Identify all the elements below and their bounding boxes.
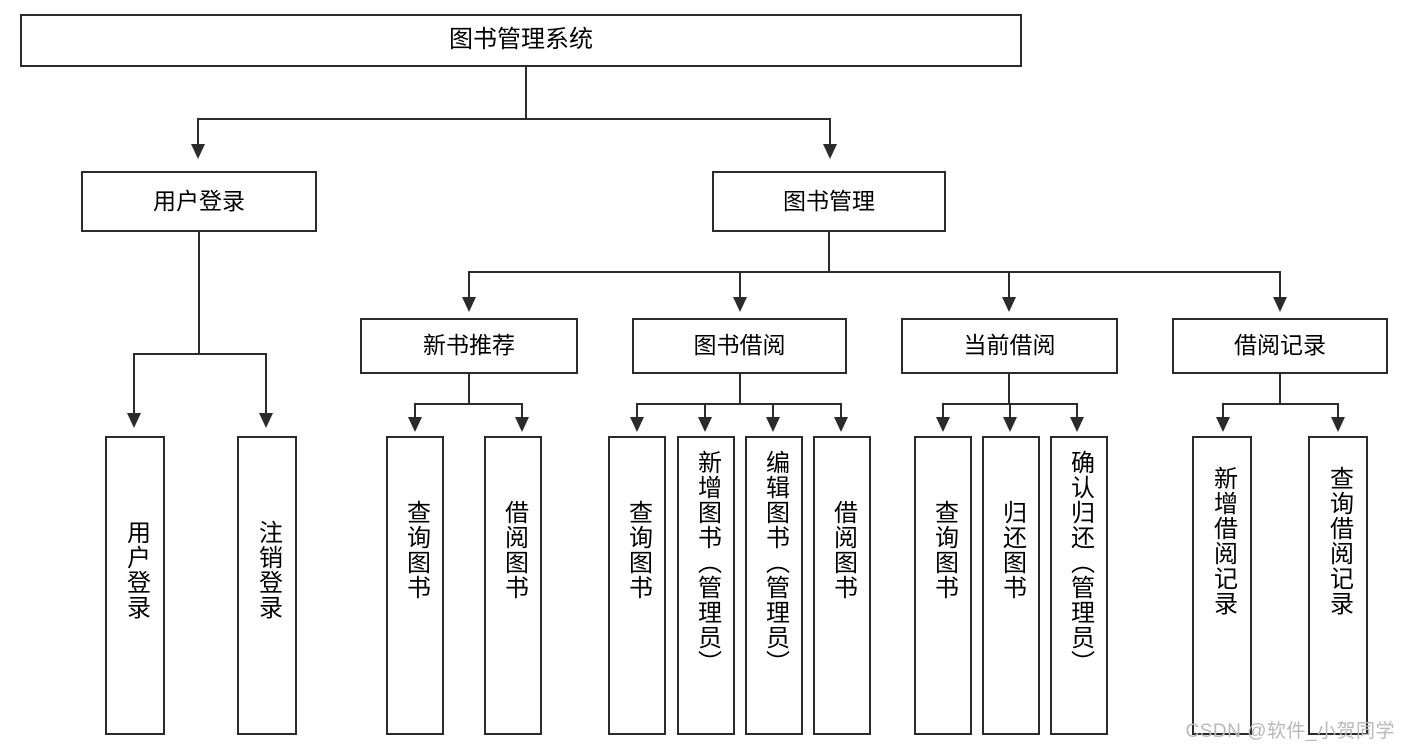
node-new-book-recommend[interactable]: 新书推荐 [360, 318, 578, 374]
arrow-to-new-book-recommend [462, 297, 476, 312]
node-label: 图书借阅 [693, 332, 786, 359]
connector-user-login-bus [133, 353, 267, 355]
node-label: 借阅图书 [829, 500, 857, 600]
connector-book-manage-drop-1 [468, 271, 470, 299]
connector-book-borrow-drop-1 [636, 403, 638, 419]
leaf-add-book[interactable]: 新增图书（管理员） [677, 436, 735, 735]
connector-book-borrow-drop-4 [840, 403, 842, 419]
connector-book-borrow-drop-3 [772, 403, 774, 419]
arrow-to-leaf-edit-book [766, 417, 780, 432]
node-book-borrow[interactable]: 图书借阅 [632, 318, 847, 374]
leaf-user-login[interactable]: 用户登录 [105, 436, 165, 735]
arrow-to-leaf-add-book [698, 417, 712, 432]
node-label: 借阅记录 [1234, 332, 1326, 359]
arrow-to-leaf-query-book-2 [630, 417, 644, 432]
arrow-to-user-login [191, 144, 205, 159]
leaf-query-book-2[interactable]: 查询图书 [608, 436, 666, 735]
connector-book-borrow-trunk [739, 374, 741, 404]
connector-new-book-trunk [468, 374, 470, 404]
connector-current-borrow-drop-2 [1009, 403, 1011, 419]
leaf-confirm-return[interactable]: 确认归还（管理员） [1050, 436, 1108, 735]
arrow-to-leaf-query-book-1 [408, 417, 422, 432]
connector-borrow-record-drop-2 [1337, 403, 1339, 419]
leaf-query-record[interactable]: 查询借阅记录 [1308, 436, 1368, 735]
leaf-borrow-book-1[interactable]: 借阅图书 [484, 436, 542, 735]
leaf-add-record[interactable]: 新增借阅记录 [1192, 436, 1252, 735]
arrow-to-leaf-add-record [1216, 417, 1230, 432]
node-label: 注销登录 [254, 520, 282, 620]
connector-user-login-drop-2 [265, 353, 267, 415]
connector-book-manage-bus [468, 271, 1280, 273]
node-label: 用户登录 [122, 520, 150, 620]
node-label: 新增图书（管理员） [693, 450, 721, 675]
connector-borrow-record-drop-1 [1222, 403, 1224, 419]
connector-book-manage-drop-2 [739, 271, 741, 299]
arrow-to-borrow-record [1273, 297, 1287, 312]
leaf-query-book-1[interactable]: 查询图书 [386, 436, 444, 735]
leaf-borrow-book-2[interactable]: 借阅图书 [813, 436, 871, 735]
leaf-logout-login[interactable]: 注销登录 [237, 436, 297, 735]
arrow-to-leaf-return-book [1003, 417, 1017, 432]
node-label: 当前借阅 [963, 332, 1056, 359]
arrow-to-leaf-confirm-return [1070, 417, 1084, 432]
node-label: 图书管理系统 [449, 26, 593, 54]
arrow-to-book-manage [823, 144, 837, 159]
connector-user-login-drop-1 [133, 353, 135, 415]
connector-borrow-record-bus [1222, 403, 1339, 405]
arrow-to-leaf-logout-login [259, 413, 273, 428]
node-label: 图书管理 [783, 187, 875, 214]
arrow-to-leaf-query-record [1331, 417, 1345, 432]
leaf-query-book-3[interactable]: 查询图书 [914, 436, 972, 735]
connector-borrow-record-trunk [1279, 374, 1281, 404]
node-label: 新增借阅记录 [1209, 466, 1237, 616]
connector-root-trunk [525, 67, 527, 119]
connector-new-book-drop-2 [521, 403, 523, 419]
connector-new-book-drop-1 [414, 403, 416, 419]
leaf-edit-book[interactable]: 编辑图书（管理员） [745, 436, 803, 735]
connector-book-borrow-drop-2 [704, 403, 706, 419]
node-label: 归还图书 [998, 500, 1026, 600]
arrow-to-leaf-borrow-book-2 [834, 417, 848, 432]
connector-current-borrow-drop-3 [1076, 403, 1078, 419]
connector-root-drop-right [829, 118, 831, 146]
connector-book-manage-trunk [828, 232, 830, 272]
connector-book-manage-drop-3 [1008, 271, 1010, 299]
connector-user-login-trunk [198, 232, 200, 354]
node-label: 用户登录 [153, 187, 245, 214]
arrow-to-book-borrow [733, 297, 747, 312]
arrow-to-current-borrow [1002, 297, 1016, 312]
node-label: 新书推荐 [423, 332, 515, 359]
node-borrow-record[interactable]: 借阅记录 [1172, 318, 1388, 374]
connector-current-borrow-drop-1 [942, 403, 944, 419]
node-root-book-management-system[interactable]: 图书管理系统 [20, 14, 1022, 67]
arrow-to-leaf-borrow-book-1 [515, 417, 529, 432]
connector-current-borrow-trunk [1008, 374, 1010, 404]
node-book-manage[interactable]: 图书管理 [712, 171, 946, 232]
leaf-return-book[interactable]: 归还图书 [982, 436, 1040, 735]
node-label: 确认归还（管理员） [1066, 450, 1094, 675]
connector-book-borrow-bus [636, 403, 841, 405]
connector-root-drop-left [197, 118, 199, 146]
connector-book-manage-drop-4 [1279, 271, 1281, 299]
node-label: 编辑图书（管理员） [761, 450, 789, 675]
node-label: 查询图书 [402, 500, 430, 600]
node-label: 查询图书 [624, 500, 652, 600]
node-label: 借阅图书 [500, 500, 528, 600]
node-user-login[interactable]: 用户登录 [81, 171, 317, 232]
arrow-to-leaf-user-login [127, 413, 141, 428]
connector-new-book-bus [414, 403, 523, 405]
node-label: 查询图书 [930, 500, 958, 600]
node-current-borrow[interactable]: 当前借阅 [901, 318, 1118, 374]
csdn-watermark: CSDN @软件_小贺同学 [1185, 721, 1395, 742]
arrow-to-leaf-query-book-3 [936, 417, 950, 432]
connector-root-bus [197, 118, 831, 120]
node-label: 查询借阅记录 [1325, 466, 1353, 616]
